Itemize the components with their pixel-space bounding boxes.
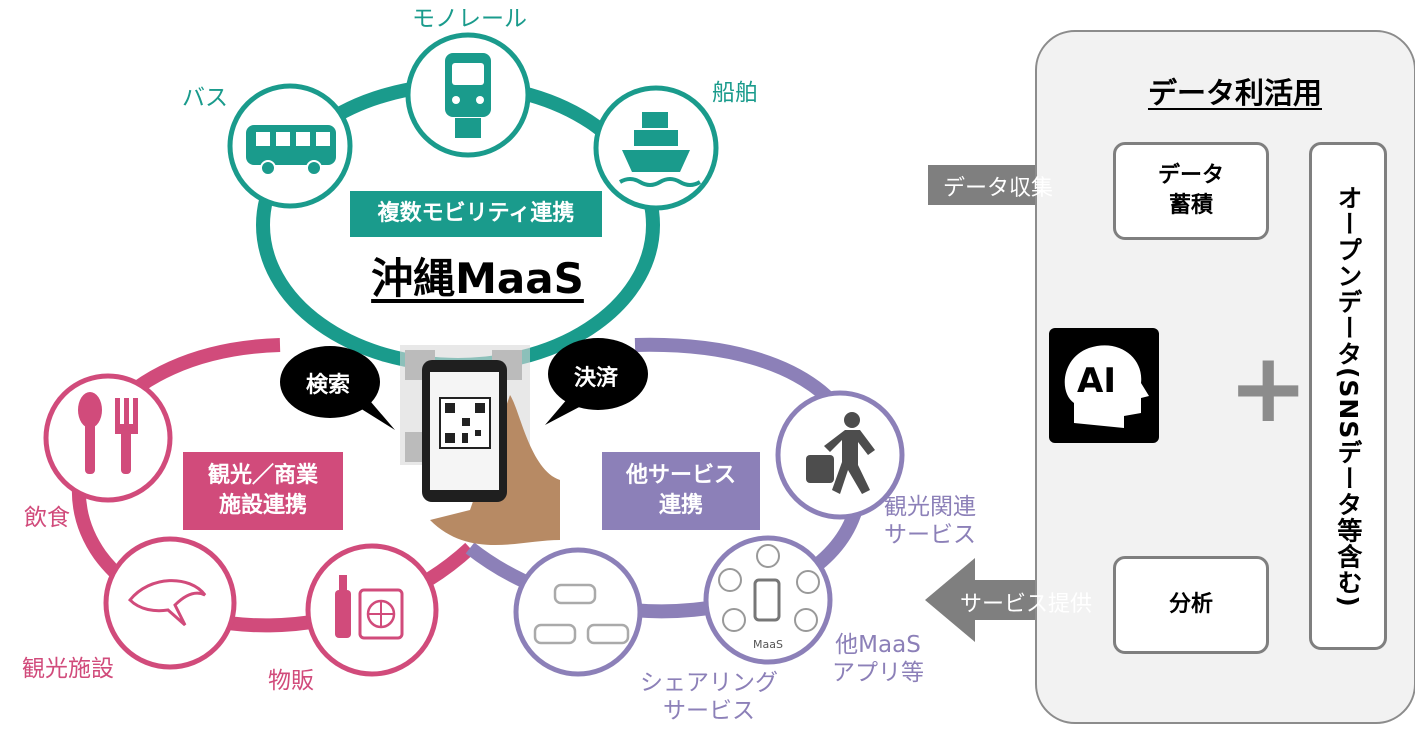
other-maas-line2: アプリ等	[832, 659, 924, 686]
sharing-line2: サービス	[663, 697, 755, 724]
other-badge-line2: 連携	[658, 493, 703, 518]
dolphin-icon	[103, 536, 237, 670]
ship-label: 船舶	[712, 80, 758, 106]
analysis-box: 分析	[1113, 556, 1269, 654]
store-line1: データ	[1157, 163, 1224, 189]
ship-icon	[593, 85, 719, 211]
provide-label: サービス提供	[960, 592, 1093, 617]
retail-icon	[305, 543, 439, 677]
retail-label: 物販	[268, 668, 314, 694]
maas-apps-icon: MaaS	[703, 535, 833, 665]
bus-label: バス	[182, 85, 228, 111]
other-maas-label: 他MaaS アプリ等	[832, 632, 924, 687]
provide-arrow	[925, 558, 1108, 642]
bus-icon	[227, 83, 353, 209]
search-label: 検索	[306, 373, 351, 398]
plus-sign: +	[1228, 332, 1309, 444]
food-label: 飲食	[24, 505, 70, 531]
ai-icon: AI	[1049, 328, 1159, 443]
open-data-box: オープンデータ(SNSデータ等含む)	[1309, 142, 1387, 650]
qr-phone-illustration	[400, 345, 560, 545]
maas-icon-text: MaaS	[753, 638, 783, 651]
other-badge: 他サービス 連携	[602, 452, 760, 530]
monorail-label: モノレール	[412, 6, 527, 32]
payment-bubble	[545, 338, 648, 425]
tourism-badge: 観光／商業 施設連携	[183, 452, 343, 530]
search-bubble	[280, 346, 395, 430]
facility-label: 観光施設	[22, 656, 114, 682]
traveler-icon	[775, 390, 905, 520]
store-box: データ 蓄積	[1113, 142, 1269, 240]
food-icon	[43, 373, 173, 503]
monorail-icon	[405, 32, 531, 158]
other-badge-line1: 他サービス	[625, 463, 736, 489]
open-data-text: オープンデータ(SNSデータ等含む)	[1333, 184, 1363, 608]
store-line2: 蓄積	[1168, 193, 1213, 218]
payment-label: 決済	[574, 366, 619, 391]
tourism-badge-line1: 観光／商業	[207, 463, 318, 489]
tourism-related-line2: サービス	[884, 521, 976, 548]
mobility-badge: 複数モビリティ連携	[350, 191, 602, 237]
collect-label: データ収集	[943, 176, 1054, 201]
ai-text: AI	[1077, 361, 1116, 401]
tourism-related-label: 観光関連 サービス	[884, 494, 976, 549]
sharing-label: シェアリング サービス	[640, 670, 778, 725]
car-sharing-icon	[513, 547, 643, 677]
tourism-badge-line2: 施設連携	[218, 493, 307, 518]
other-maas-line1: 他MaaS	[835, 632, 921, 658]
sharing-line1: シェアリング	[640, 670, 778, 696]
tourism-related-line1: 観光関連	[884, 494, 976, 520]
data-panel-title: データ利活用	[1147, 76, 1322, 110]
maas-title: 沖縄MaaS	[371, 254, 584, 303]
